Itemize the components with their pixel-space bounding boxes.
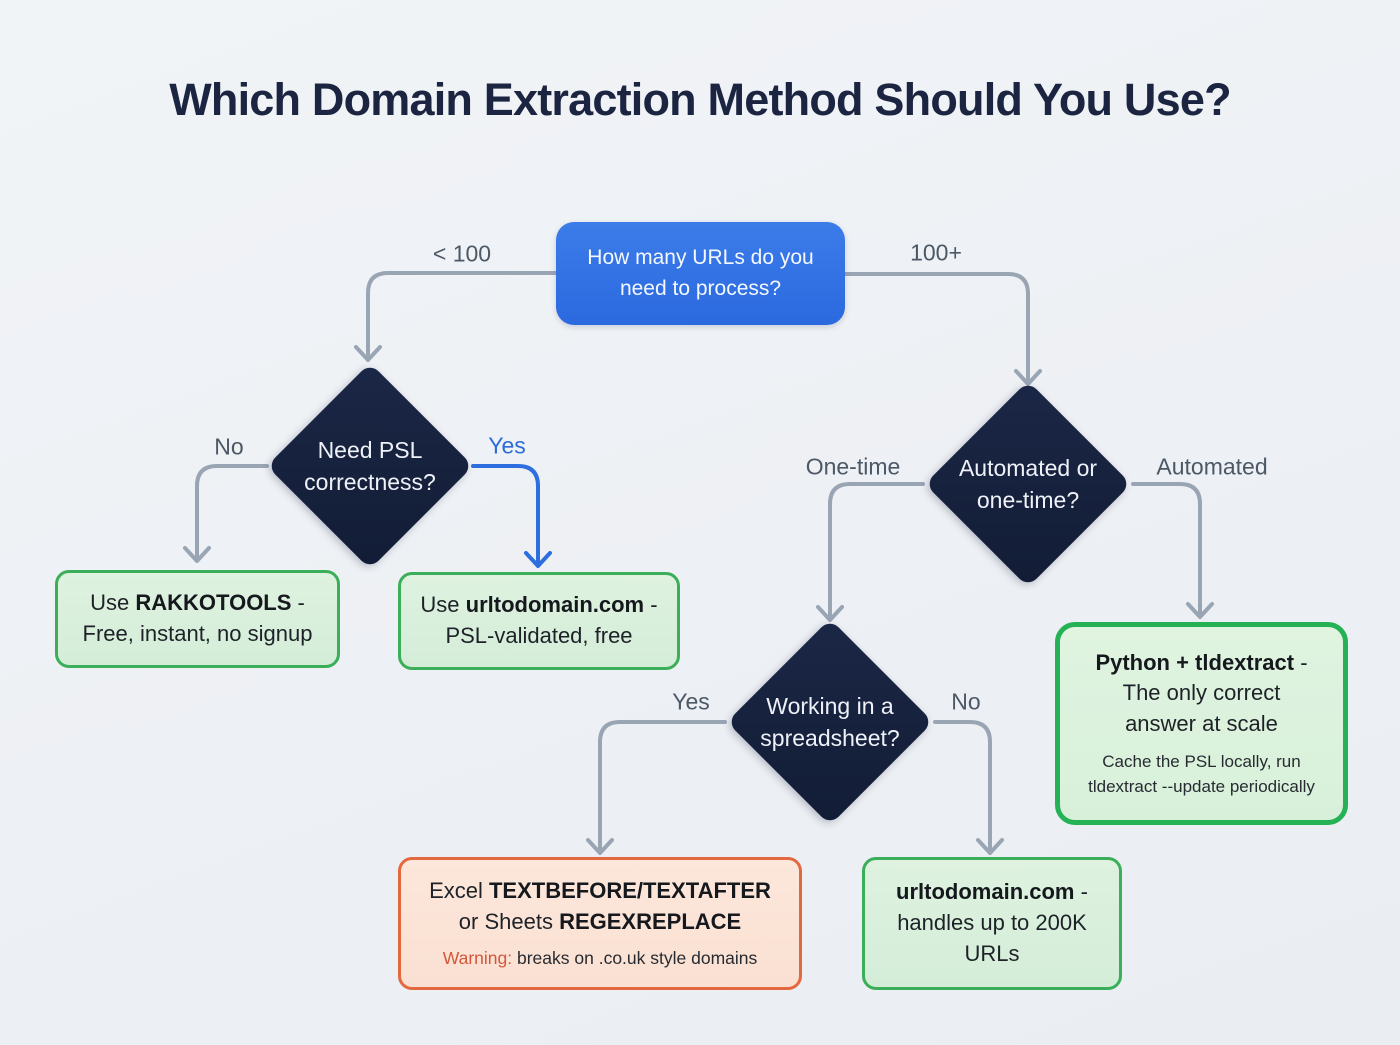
result-excel-line1: Excel TEXTBEFORE/TEXTAFTER (429, 878, 771, 904)
edge-label-yes-sheet: Yes (672, 688, 710, 715)
arrowhead-down-icon (816, 605, 844, 622)
result-rakkotools-line2: Free, instant, no signup (82, 621, 313, 646)
edge-root-to-psl (366, 271, 558, 359)
decision-need-psl-text: Need PSL correctness? (304, 437, 436, 496)
result-urltodomain-small-line1: Use urltodomain.com - (420, 592, 658, 618)
result-urltodomain-bulk-line2: handles up to 200K (897, 910, 1087, 936)
edge-label-100plus: 100+ (910, 239, 962, 266)
result-urltodomain-small: Use urltodomain.com - PSL-validated, fre… (398, 572, 680, 670)
result-urltodomain-bulk: urltodomain.com - handles up to 200K URL… (862, 857, 1122, 990)
decision-root-text: How many URLs do you need to process? (587, 246, 814, 300)
arrowhead-down-icon (586, 838, 614, 855)
edge-psl-no (195, 464, 269, 559)
edge-root-to-automation (843, 272, 1030, 383)
page-title: Which Domain Extraction Method Should Yo… (169, 74, 1231, 125)
result-tldextract-line3: answer at scale (1125, 711, 1278, 737)
arrowhead-down-icon (354, 345, 382, 362)
decision-automation-text: Automated or one-time? (958, 455, 1098, 514)
result-excel: Excel TEXTBEFORE/TEXTAFTER or Sheets REG… (398, 857, 802, 990)
result-urltodomain-small-line2: PSL-validated, free (445, 623, 633, 648)
edge-automation-onetime (828, 482, 925, 618)
decision-spreadsheet-text: Working in a spreadsheet? (760, 693, 900, 752)
result-tldextract: Python + tldextract - The only correct a… (1055, 622, 1348, 825)
arrowhead-down-icon (183, 546, 211, 563)
result-excel-warning: Warning: breaks on .co.uk style domains (442, 948, 758, 969)
edge-label-no-psl: No (214, 433, 244, 460)
arrowhead-down-icon (1014, 369, 1042, 386)
arrowhead-down-icon (976, 838, 1004, 855)
result-rakkotools: Use RAKKOTOOLS - Free, instant, no signu… (55, 570, 340, 668)
edge-psl-yes (471, 464, 540, 564)
result-excel-line2: or Sheets REGEXREPLACE (458, 909, 742, 935)
result-tldextract-note: Cache the PSL locally, run tldextract --… (1088, 752, 1315, 796)
edge-label-lt100: < 100 (432, 240, 492, 267)
edge-spreadsheet-yes (598, 720, 727, 851)
edge-label-onetime: One-time (805, 453, 901, 480)
result-urltodomain-bulk-line1: urltodomain.com - (896, 879, 1088, 905)
edge-label-no-sheet: No (951, 688, 981, 715)
edge-label-automated: Automated (1156, 453, 1268, 480)
result-tldextract-line2: The only correct (1122, 680, 1281, 706)
arrowhead-down-icon (1186, 602, 1214, 619)
edge-spreadsheet-no (933, 720, 992, 851)
result-urltodomain-bulk-line3: URLs (964, 940, 1020, 966)
edge-automation-automated (1131, 482, 1202, 615)
edge-label-yes-psl: Yes (488, 432, 526, 459)
decision-root-url-count: How many URLs do you need to process? (556, 222, 845, 325)
arrowhead-down-icon (524, 551, 552, 568)
result-tldextract-line1: Python + tldextract - (1095, 649, 1308, 675)
result-rakkotools-line1: Use RAKKOTOOLS - (90, 590, 305, 616)
